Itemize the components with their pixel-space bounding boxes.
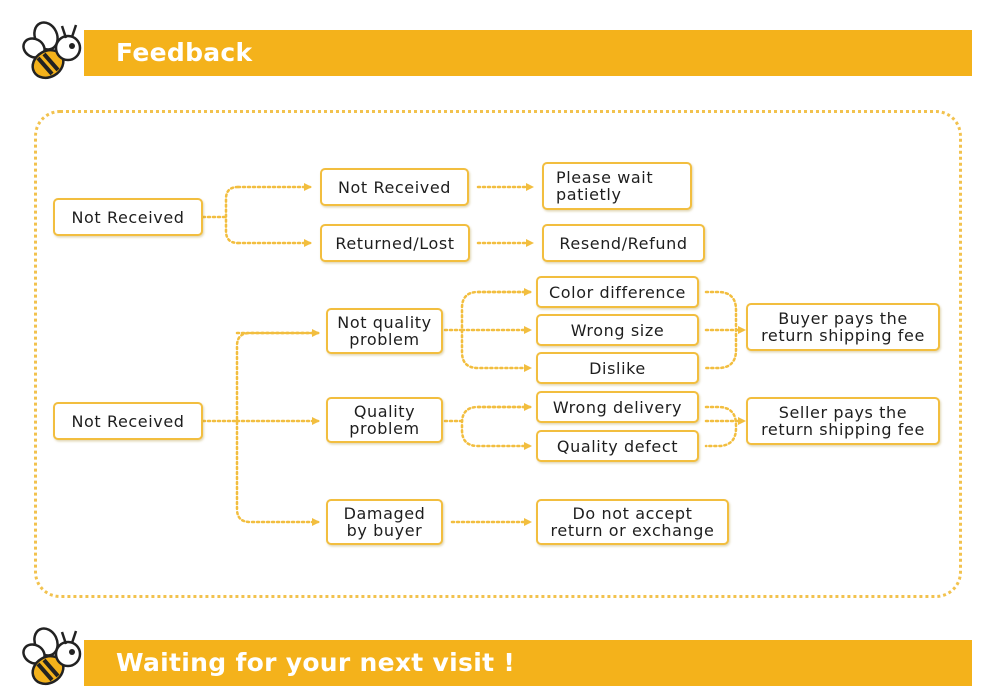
node-not-quality-problem: Not quality problem xyxy=(326,308,443,354)
node-wrong-delivery: Wrong delivery xyxy=(536,391,699,423)
node-quality-defect: Quality defect xyxy=(536,430,699,462)
header-title: Feedback xyxy=(116,38,253,67)
bee-icon xyxy=(22,21,82,80)
bee-icon xyxy=(22,627,82,686)
node-quality-problem: Quality problem xyxy=(326,397,443,443)
node-returned-lost: Returned/Lost xyxy=(320,224,470,262)
node-dislike: Dislike xyxy=(536,352,699,384)
footer-banner xyxy=(84,640,972,686)
node-wrong-size: Wrong size xyxy=(536,314,699,346)
diagram-frame xyxy=(34,110,962,598)
node-please-wait: Please wait patietly xyxy=(542,162,692,210)
root-node-2: Not Received xyxy=(53,402,203,440)
node-not-received: Not Received xyxy=(320,168,469,206)
footer-title: Waiting for your next visit ! xyxy=(116,648,516,677)
node-color-difference: Color difference xyxy=(536,276,699,308)
node-do-not-accept: Do not accept return or exchange xyxy=(536,499,729,545)
node-resend-refund: Resend/Refund xyxy=(542,224,705,262)
node-damaged-by-buyer: Damaged by buyer xyxy=(326,499,443,545)
header-banner xyxy=(84,30,972,76)
root-node-1: Not Received xyxy=(53,198,203,236)
node-seller-pays: Seller pays the return shipping fee xyxy=(746,397,940,445)
node-buyer-pays: Buyer pays the return shipping fee xyxy=(746,303,940,351)
